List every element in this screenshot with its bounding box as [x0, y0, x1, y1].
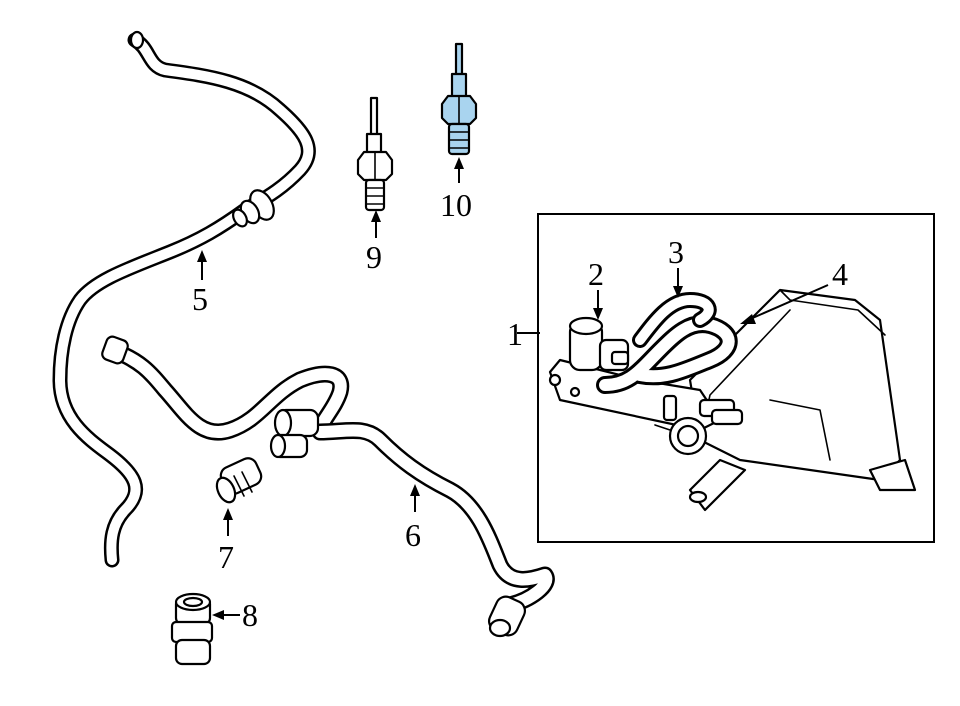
part-10-sensor[interactable] — [440, 42, 478, 156]
callout-4: 4 — [832, 256, 848, 292]
part-5-vapor-line[interactable] — [52, 30, 316, 568]
callout-7: 7 — [218, 539, 234, 575]
callout-5: 5 — [192, 281, 208, 317]
inset-frame — [537, 213, 935, 543]
callout-6: 6 — [405, 517, 421, 553]
callout-arrows — [197, 157, 829, 620]
callout-3: 3 — [668, 234, 684, 270]
part-1-canister-assembly[interactable] — [548, 288, 917, 512]
callout-1: 1 — [507, 316, 523, 352]
part-9-sensor[interactable] — [356, 96, 394, 212]
callout-9: 9 — [366, 239, 382, 275]
callout-2: 2 — [588, 256, 604, 292]
part-8-fitting[interactable] — [170, 592, 214, 666]
part-6-purge-line[interactable] — [101, 335, 555, 639]
part-7-connector[interactable] — [213, 455, 264, 505]
callout-10: 10 — [440, 187, 472, 223]
callout-8: 8 — [242, 597, 258, 633]
